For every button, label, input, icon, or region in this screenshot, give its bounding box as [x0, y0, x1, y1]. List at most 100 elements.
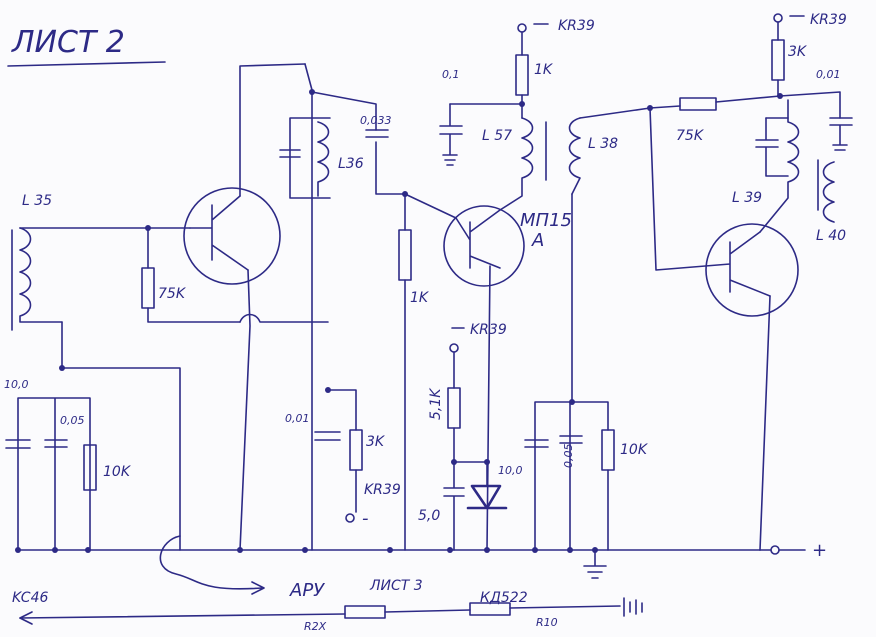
resistor-10k-right: [601, 429, 615, 471]
l40-coil: [822, 161, 835, 223]
transistor-2-leads: [404, 193, 501, 269]
l35-label: L 35: [22, 193, 52, 209]
transistor-1-body: [183, 187, 281, 285]
r-3k-top-label: 3K: [788, 44, 808, 60]
c-005-right-label: 0,05: [562, 444, 575, 469]
c-005-left-label: 0,05: [60, 414, 85, 427]
transistor-1-emitter-wire: [239, 269, 251, 551]
kr39-mid-label: KR39: [470, 322, 507, 338]
kr39-top2-terminal: [773, 13, 783, 23]
kr39-lower-terminal: [345, 513, 355, 523]
transistor-3-leads: [649, 107, 771, 297]
resistor-r10: [469, 602, 511, 616]
ground-symbol: [583, 549, 607, 579]
kr39-mid-terminal: [449, 343, 459, 353]
c-50-label: 5,0: [418, 508, 440, 524]
kr39-top2-label: KR39: [810, 12, 847, 28]
resistor-75k-left: [141, 267, 155, 309]
l36-coil: [317, 121, 330, 197]
c-01-top-label: 0,1: [442, 68, 460, 81]
bottom-line-arrow: [19, 611, 33, 625]
c-100-right-label: 10,0: [498, 464, 523, 477]
l38-top-wire: [579, 107, 651, 119]
coupling-0033-wire: [311, 91, 406, 551]
bottom-line: [19, 605, 621, 619]
r10-label: R10: [536, 616, 558, 629]
capacitor-001-top: [829, 117, 853, 151]
capacitor-005-left: [44, 439, 68, 448]
capacitor-10uf-right: [524, 439, 549, 448]
capacitor-001-mid: [314, 431, 341, 441]
r2x-label: R2Х: [304, 620, 327, 633]
l39-coil: [759, 99, 800, 233]
crossover-hop: [239, 313, 329, 323]
l57-label: L 57: [482, 128, 512, 144]
l57-coil: [499, 117, 534, 211]
r-75k-right-label: 75K: [676, 128, 705, 144]
resistor-51k: [447, 387, 461, 429]
kr39-top1-terminal: [517, 23, 527, 33]
l40-label: L 40: [816, 228, 846, 244]
battery-symbol: [623, 597, 643, 617]
bias-75k-wires: [147, 227, 241, 323]
stage2-supply-dot: [519, 101, 525, 107]
transistor-suffix-label: A: [531, 230, 544, 251]
l38-coil: [568, 117, 581, 195]
capacitor-005-right: [559, 435, 583, 444]
transistor-2-emitter-wire: [486, 265, 491, 551]
transistor-label: МП15: [520, 210, 572, 231]
kr39-top1-label: KR39: [558, 18, 595, 34]
stage3-supply-wire: [649, 91, 841, 119]
stage2-rc-wires: [534, 193, 609, 551]
resistor-75k-right: [679, 97, 717, 111]
capacitor-10uf-left: [5, 439, 31, 449]
resistor-3k-top: [771, 39, 785, 81]
l36-label: L36: [338, 156, 364, 172]
sheet-title: ЛИСТ 2: [11, 25, 125, 60]
c-100-left-label: 10,0: [4, 378, 29, 391]
stage2-rc-dot: [569, 399, 575, 405]
kr39-lower-minus: -: [362, 508, 369, 529]
r-1k-top-label: 1K: [534, 62, 554, 78]
resistor-1k-top: [515, 54, 529, 96]
plus-terminal: [770, 545, 780, 555]
stage1-load-rail: [304, 63, 313, 551]
plus-label: +: [812, 540, 827, 561]
capacitor-0033: [365, 129, 389, 138]
transistor-1-leads: [189, 195, 249, 271]
zener-diode: [466, 461, 508, 510]
capacitor-l36-tank: [279, 149, 301, 158]
left-node-dot: [59, 365, 65, 371]
l39-label: L 39: [732, 190, 762, 206]
stage1-rc-wires: [327, 389, 357, 513]
resistor-3k-mid: [349, 429, 363, 471]
stage2-supply-wire: [449, 103, 523, 119]
stage1-rc-dot: [325, 387, 331, 393]
apy-label: АРУ: [289, 580, 325, 601]
zener-bias-wires: [453, 351, 488, 463]
transistor-2-body: [443, 205, 525, 287]
left-node-wire: [61, 321, 181, 551]
resistor-1k-mid: [398, 229, 412, 281]
c-001-top-label: 0,01: [816, 68, 841, 81]
kr39-lower-label: KR39: [364, 482, 401, 498]
c-001-mid-label: 0,01: [285, 412, 310, 425]
apy-arrow: [159, 535, 265, 595]
l36-frame: [289, 117, 331, 199]
capacitor-5uf: [443, 461, 465, 551]
capacitor-l39-tank: [755, 117, 789, 177]
resistor-r2x: [344, 605, 386, 619]
bias-node-dot: [145, 225, 151, 231]
list3-label: ЛИСТ 3: [369, 578, 423, 594]
kc46-label: KC46: [12, 590, 48, 606]
transistor-1-collector-wire: [239, 63, 306, 197]
r-51k-label: 5,1K: [428, 387, 444, 420]
r-10k-right-label: 10K: [620, 442, 649, 458]
stage3-top-dot: [777, 93, 783, 99]
r-75k-left-label: 75K: [158, 286, 187, 302]
kd522-label: КД522: [480, 590, 528, 606]
left-rc-wires: [17, 397, 91, 551]
l35-coil: [19, 227, 63, 323]
